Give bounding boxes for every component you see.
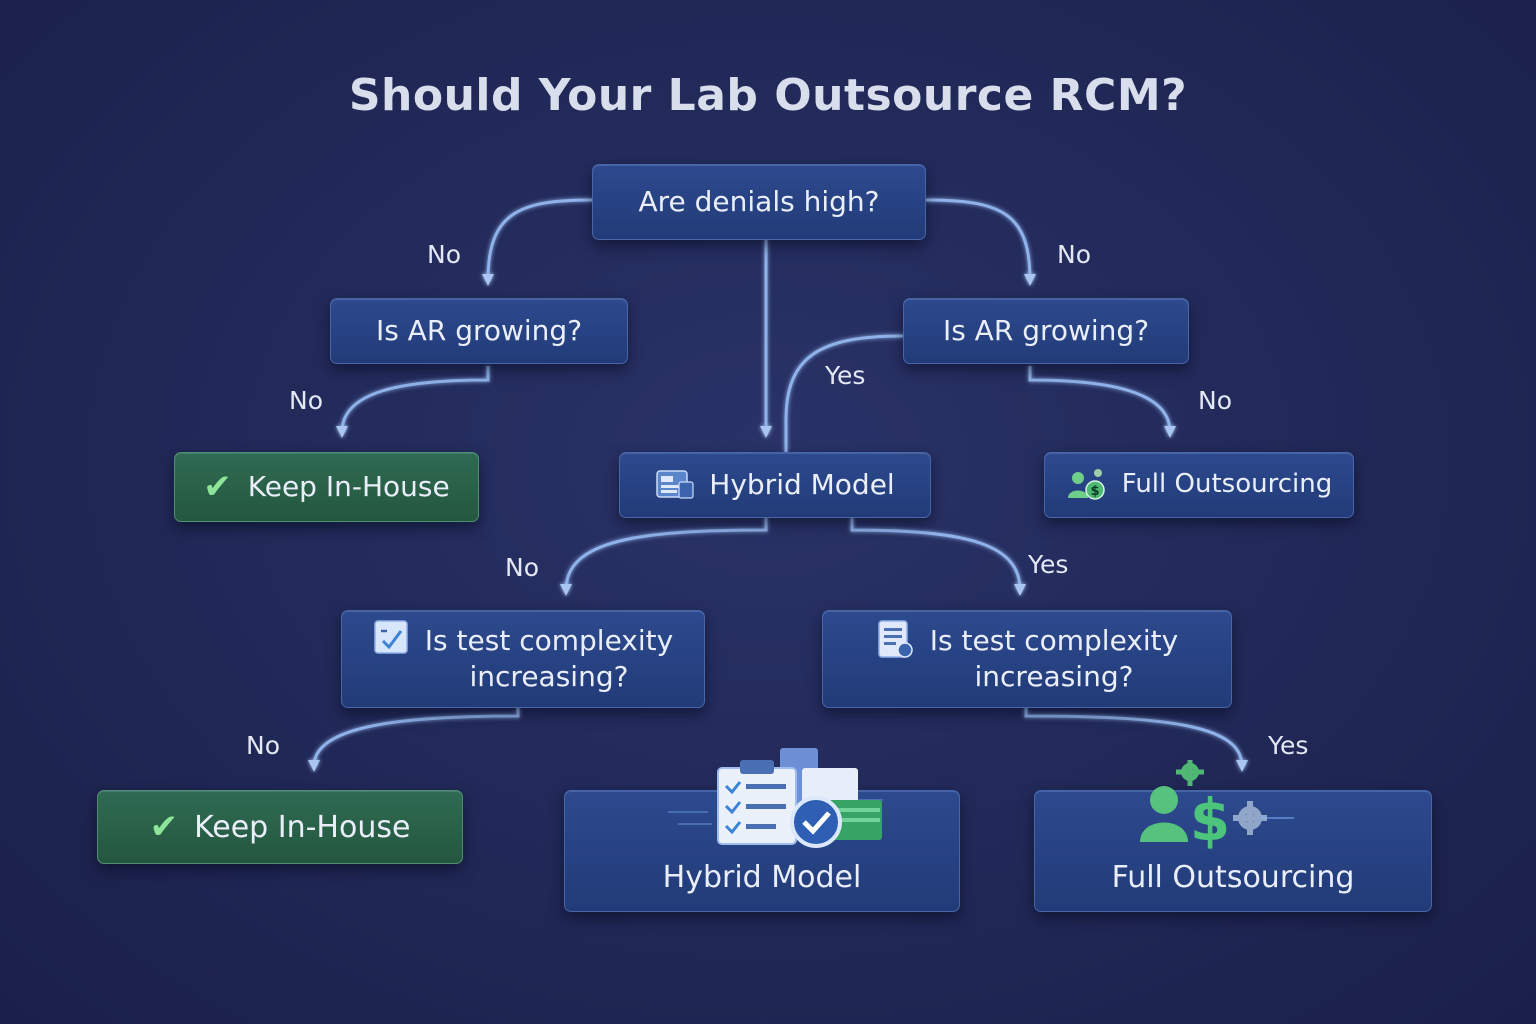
outsourcing-icon: $ [1066,466,1108,504]
checklist-icon [373,619,411,657]
connector-ar-right-no [1028,366,1176,438]
node-test-left-line1: Is test complexity [424,623,674,657]
node-test-right-line2: increasing? [974,660,1134,693]
edge-label-hybrid-yes: Yes [1028,550,1069,579]
hybrid-model-icon [655,468,695,502]
node-denials-question: Are denials high? [592,164,926,240]
connector-test-left-no [308,708,520,772]
node-test-left-line2: increasing? [469,660,629,693]
edge-label-ar-left-no: No [289,386,323,415]
connector-root-right [924,198,1036,286]
check-icon: ✔ [203,467,232,507]
node-hybrid2-label: Hybrid Model [662,860,862,895]
node-keep-inhouse-2: ✔ Keep In-House [97,790,463,864]
edge-label-ar-right-yes: Yes [825,361,866,390]
node-hybrid-model-1: Hybrid Model [619,452,931,518]
document-icon [876,619,916,661]
node-ar-question-left: Is AR growing? [330,298,628,364]
node-ar-right-label: Is AR growing? [942,313,1150,347]
connector-hybrid-yes [850,518,1026,596]
check-icon: ✔ [149,807,179,847]
node-keep2-label: Keep In-House [194,809,411,845]
node-full2-label: Full Outsourcing [1111,860,1355,895]
node-denials-label: Are denials high? [638,184,880,218]
svg-text:$: $ [1090,484,1099,499]
connector-ar-left-no [336,366,490,438]
node-full-outsourcing-1: $ Full Outsourcing [1044,452,1354,518]
connector-hybrid-no [560,518,768,596]
node-test-right-line1: Is test complexity [929,623,1179,657]
connector-root-left [482,198,593,286]
node-keep1-label: Keep In-House [247,469,450,503]
node-test-question-left: Is test complexity increasing? [341,610,705,708]
svg-text:$: $ [1190,786,1230,850]
edge-label-test-left-no: No [246,731,280,760]
node-keep-inhouse-1: ✔ Keep In-House [174,452,479,522]
page-title: Should Your Lab Outsource RCM? [348,70,1188,121]
edge-label-root-right: No [1057,240,1091,269]
edge-label-hybrid-no: No [505,553,539,582]
edge-label-test-right-yes: Yes [1268,731,1309,760]
node-ar-question-right: Is AR growing? [903,298,1189,364]
node-ar-left-label: Is AR growing? [375,313,583,347]
connector-ar-right-yes [784,334,904,452]
node-full-outsourcing-2: Full Outsourcing [1034,790,1432,912]
connector-test-right-yes [1024,708,1248,772]
node-full1-label: Full Outsourcing [1121,469,1333,500]
edge-label-root-left: No [427,240,461,269]
node-hybrid1-label: Hybrid Model [709,467,895,501]
clipboard-illustration [668,748,883,848]
money-gear-illustration: $ [1140,760,1294,850]
node-test-question-right: Is test complexity increasing? [822,610,1232,708]
edge-label-ar-right-no: No [1198,386,1232,415]
